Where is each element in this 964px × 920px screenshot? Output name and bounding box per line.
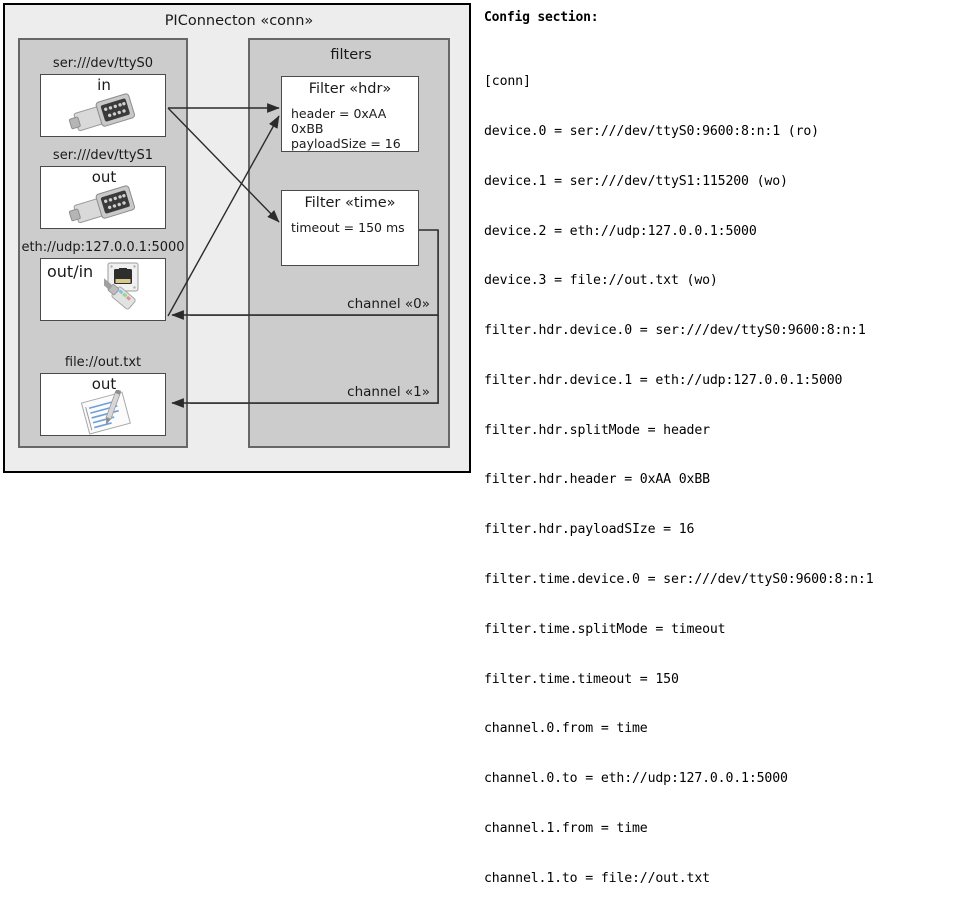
filter-property: payloadSize = 16	[291, 136, 401, 151]
channel-region-0: channel «0»	[190, 230, 439, 316]
config-line: channel.0.to = eth://udp:127.0.0.1:5000	[484, 771, 788, 787]
config-line: filter.hdr.device.1 = eth://udp:127.0.0.…	[484, 372, 843, 388]
device-node[interactable]: in	[40, 74, 166, 137]
network-plug-icon	[98, 261, 162, 323]
device-eth-udp[interactable]: eth://udp:127.0.0.1:5000 out/in	[18, 240, 188, 321]
device-direction-label: out	[91, 375, 117, 393]
device-direction-label: out/in	[47, 262, 94, 281]
text-file-icon	[79, 389, 141, 440]
config-line: filter.hdr.device.0 = ser:///dev/ttyS0:9…	[484, 323, 866, 339]
config-lines: [conn] device.0 = ser:///dev/ttyS0:9600:…	[484, 41, 960, 920]
config-line: [conn]	[484, 74, 531, 90]
filter-title: Filter «hdr»	[308, 81, 392, 97]
filter-node-hdr[interactable]: Filter «hdr» header = 0xAA 0xBB payloadS…	[281, 76, 419, 152]
diagram-title: PIConnecton «conn»	[164, 13, 314, 29]
config-line: device.1 = ser:///dev/ttyS1:115200 (wo)	[484, 173, 788, 189]
channel-region-1: channel «1»	[190, 316, 439, 404]
device-node[interactable]: out	[40, 373, 166, 436]
device-caption: ser:///dev/ttyS1	[52, 148, 154, 163]
filters-group-title: filters	[330, 47, 372, 63]
device-caption: ser:///dev/ttyS0	[52, 56, 154, 71]
device-file-out[interactable]: file://out.txt out	[18, 355, 188, 436]
serial-port-icon	[67, 185, 141, 231]
device-ser-ttys0[interactable]: ser:///dev/ttyS0 in	[18, 56, 188, 137]
config-panel: Config section: [conn] device.0 = ser://…	[482, 6, 960, 886]
config-line: filter.hdr.header = 0xAA 0xBB	[484, 472, 710, 488]
config-line: filter.time.device.0 = ser:///dev/ttyS0:…	[484, 572, 874, 587]
config-line: channel.1.to = file://out.txt	[484, 870, 710, 886]
diagram-page: PIConnecton «conn» ser:///dev/ttyS0 in	[3, 3, 960, 886]
config-line: device.2 = eth://udp:127.0.0.1:5000	[484, 223, 757, 239]
config-line: filter.time.splitMode = timeout	[484, 621, 726, 637]
device-direction-label: in	[97, 76, 111, 94]
channel-label: channel «0»	[347, 296, 430, 312]
device-caption: eth://udp:127.0.0.1:5000	[21, 240, 185, 255]
config-line: filter.hdr.payloadSIze = 16	[484, 522, 695, 538]
config-line: device.0 = ser:///dev/ttyS0:9600:8:n:1 (…	[484, 123, 819, 139]
device-node[interactable]: out	[40, 166, 166, 229]
filter-title: Filter «time»	[304, 195, 396, 211]
filter-properties: header = 0xAA 0xBB payloadSize = 16	[291, 106, 418, 151]
filter-property: header = 0xAA 0xBB	[291, 106, 387, 136]
config-line: channel.0.from = time	[484, 721, 648, 737]
device-ser-ttys1[interactable]: ser:///dev/ttyS1 out	[18, 148, 188, 229]
config-line: channel.1.from = time	[484, 820, 648, 836]
serial-port-icon	[67, 93, 141, 139]
device-direction-label: out	[91, 168, 117, 186]
config-line: filter.time.timeout = 150	[484, 671, 679, 687]
config-line: device.3 = file://out.txt (wo)	[484, 273, 718, 289]
config-heading: Config section:	[484, 10, 599, 25]
device-caption: file://out.txt	[64, 355, 142, 370]
device-node[interactable]: out/in	[40, 258, 166, 321]
config-line: filter.hdr.splitMode = header	[484, 422, 710, 438]
channel-label: channel «1»	[347, 384, 430, 400]
